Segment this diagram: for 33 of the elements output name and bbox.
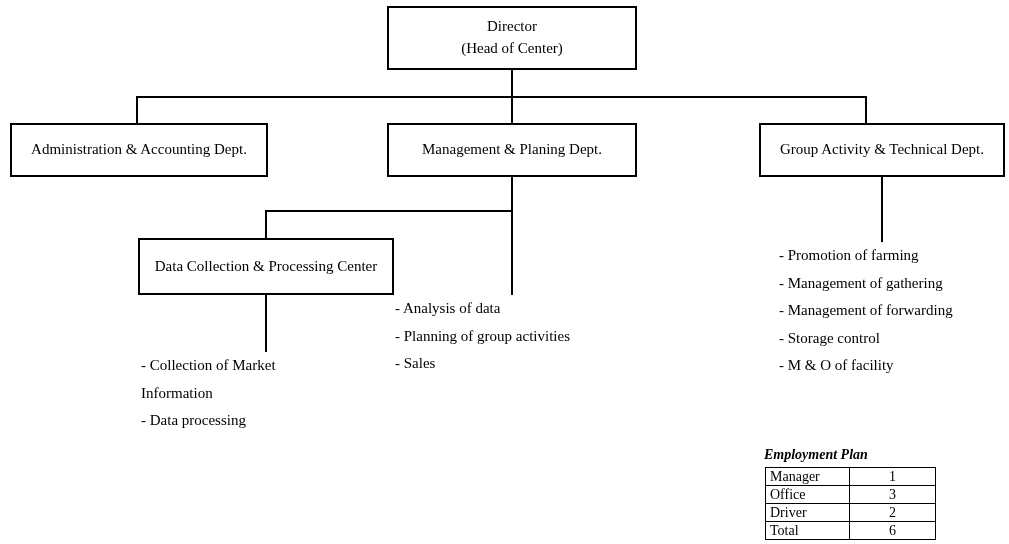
org-box — [10, 123, 268, 177]
org-box — [387, 123, 637, 177]
box-label: Group Activity & Technical Dept. — [779, 140, 984, 160]
role-cell: Office — [765, 485, 850, 504]
count-cell: 6 — [849, 521, 936, 540]
duty-item: - Management of gathering — [779, 273, 944, 293]
connector-line — [265, 294, 267, 353]
box-label: Administration & Accounting Dept. — [31, 140, 247, 160]
duty-item: - Planning of group activities — [395, 326, 571, 346]
table-title: Employment Plan — [764, 447, 868, 463]
duty-item: - Collection of Market Information — [141, 356, 277, 403]
org-box — [759, 123, 1005, 177]
duty-item: - M & O of facility — [779, 356, 895, 375]
box-label: (Head of Center) — [461, 39, 563, 58]
duty-item: - Promotion of farming — [779, 246, 920, 265]
duty-item: - Analysis of data — [395, 299, 502, 318]
connector-line — [881, 176, 883, 243]
role-cell: Driver — [765, 503, 850, 522]
duty-item: - Sales — [395, 354, 437, 373]
role-cell: Manager — [765, 467, 850, 486]
box-label: Management & Planing Dept. — [422, 140, 602, 160]
count-cell: 2 — [849, 503, 936, 522]
org-box — [138, 238, 394, 295]
duty-item: - Data processing — [141, 411, 247, 430]
role-cell: Total — [765, 521, 850, 540]
duty-item: - Storage control — [779, 328, 881, 348]
count-cell: 1 — [849, 467, 936, 486]
box-label: Director — [487, 17, 537, 37]
connector-line — [511, 176, 513, 296]
duty-item: - Management of forwarding — [779, 301, 954, 320]
org-box — [387, 6, 637, 70]
count-cell: 3 — [849, 485, 936, 504]
box-label: Data Collection & Processing Center — [154, 256, 378, 276]
